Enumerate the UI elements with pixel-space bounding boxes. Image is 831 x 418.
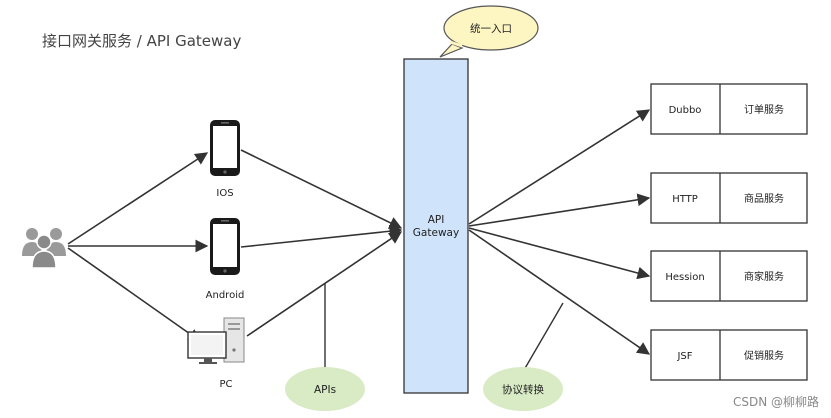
service-desc: 商家服务 bbox=[744, 270, 784, 283]
watermark: CSDN @柳柳路 bbox=[733, 394, 819, 409]
client-label-pc: PC bbox=[219, 379, 232, 390]
arrow-users-ios bbox=[67, 152, 209, 245]
client-label-android: Android bbox=[206, 290, 245, 301]
entry-bubble-label: 统一入口 bbox=[470, 22, 512, 35]
service-box-http: HTTP 商品服务 bbox=[650, 172, 808, 224]
service-name: Dubbo bbox=[669, 105, 702, 116]
protocol-bubble: 协议转换 bbox=[483, 367, 563, 411]
service-name: HTTP bbox=[672, 194, 698, 205]
service-desc: 促销服务 bbox=[744, 349, 784, 362]
protocol-connector bbox=[523, 302, 564, 371]
diagram-title: 接口网关服务 / API Gateway bbox=[42, 32, 241, 50]
users-icon bbox=[22, 228, 66, 269]
apis-bubble-label: APIs bbox=[314, 384, 336, 396]
desktop-pc-icon bbox=[187, 317, 245, 364]
apis-bubble: APIs bbox=[285, 367, 365, 411]
arrow-pc-gateway bbox=[246, 231, 403, 337]
gateway-box bbox=[403, 58, 469, 394]
service-box-dubbo: Dubbo 订单服务 bbox=[650, 83, 808, 135]
smartphone-icon bbox=[210, 120, 240, 176]
service-box-jsf: JSF 促销服务 bbox=[650, 329, 808, 381]
arrow-ios-gateway bbox=[240, 149, 403, 229]
service-name: Hession bbox=[665, 272, 704, 283]
gateway-label-line1: API bbox=[428, 214, 445, 226]
arrow-gateway-http bbox=[468, 193, 651, 227]
gateway-label-line2: Gateway bbox=[413, 227, 459, 239]
service-desc: 订单服务 bbox=[744, 103, 784, 116]
service-name: JSF bbox=[676, 351, 692, 362]
arrow-android-gateway bbox=[240, 224, 403, 248]
service-box-hession: Hession 商家服务 bbox=[650, 250, 808, 302]
arrow-gateway-jsf bbox=[468, 229, 651, 355]
protocol-bubble-label: 协议转换 bbox=[502, 383, 544, 396]
arrow-gateway-hession bbox=[468, 227, 651, 280]
smartphone-icon bbox=[210, 218, 240, 275]
client-label-ios: IOS bbox=[216, 188, 233, 199]
arrow-gateway-dubbo bbox=[468, 109, 651, 225]
entry-bubble: 统一入口 bbox=[439, 5, 539, 58]
arrow-users-pc bbox=[67, 247, 202, 342]
service-desc: 商品服务 bbox=[744, 192, 784, 205]
